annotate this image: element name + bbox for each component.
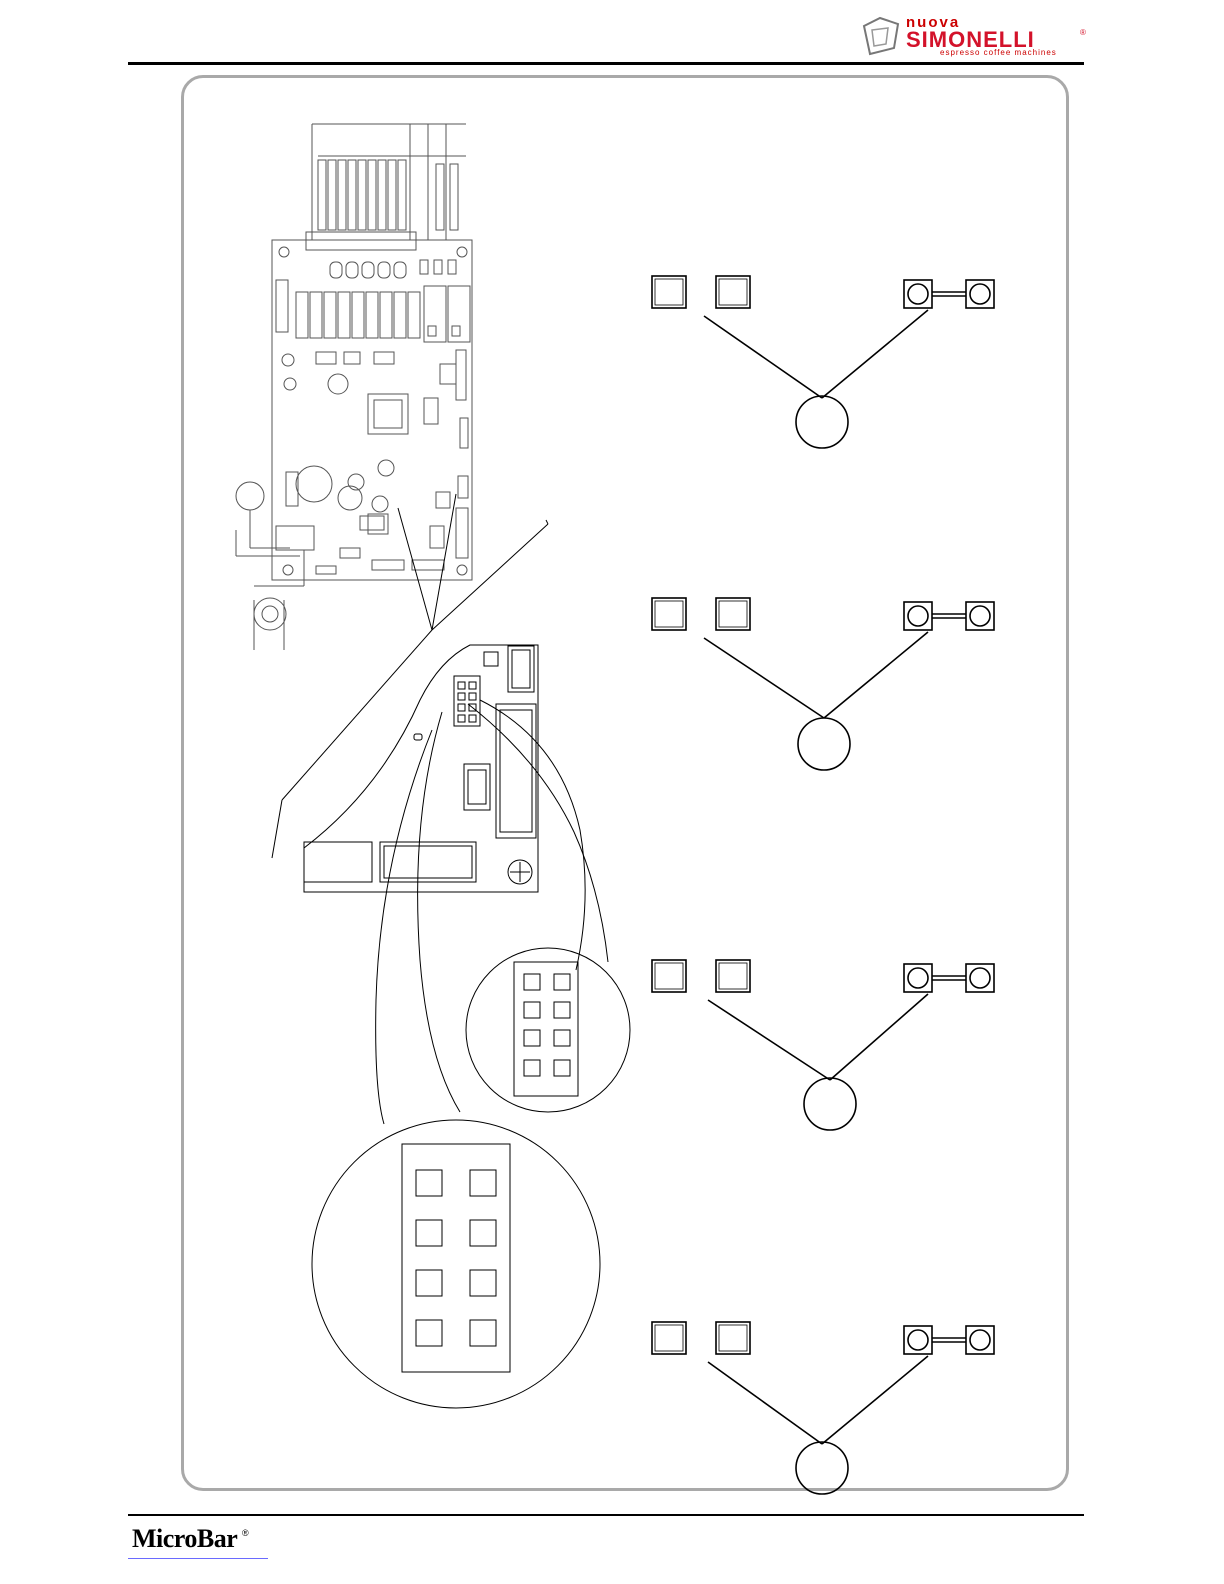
footer-link-underline	[128, 1558, 268, 1559]
pin-callout-arcs	[376, 700, 608, 1124]
connector-detail-group-3	[652, 960, 994, 1130]
microbar-registered-mark: ®	[242, 1528, 249, 1538]
control-board-overview	[236, 124, 472, 650]
connector-detail-group-1	[652, 276, 994, 448]
zoom-callout-lines	[272, 494, 548, 858]
connector-zoom-large	[312, 1120, 600, 1408]
board-corner-detail	[304, 645, 538, 892]
connector-detail-group-2	[652, 598, 994, 770]
connector-detail-group-4	[652, 1322, 994, 1494]
footer-rule	[128, 1514, 1084, 1516]
connector-zoom-medium	[466, 948, 630, 1112]
microbar-logo-text: MicroBar	[132, 1524, 237, 1554]
